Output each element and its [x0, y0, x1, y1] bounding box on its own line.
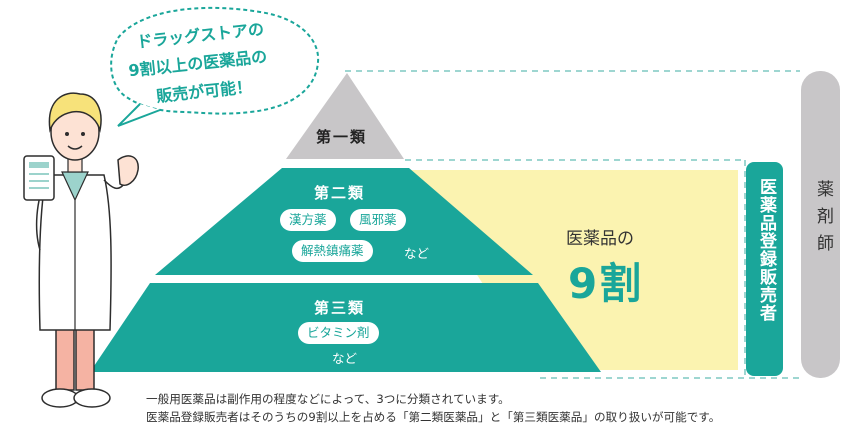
registered-seller-bar	[746, 162, 783, 376]
tier2-pill-antipyretic: 解熱鎮痛薬	[292, 240, 373, 262]
speech-tail	[117, 103, 161, 127]
highlight-label: 医薬品の	[566, 229, 634, 249]
pharmacist-label: 薬剤師	[813, 180, 833, 261]
tier2-pill-cold-medicine: 風邪薬	[350, 209, 406, 231]
tier2-pill-kampo: 漢方薬	[280, 209, 336, 231]
tier3-title: 第三類	[314, 299, 366, 317]
tier1-title: 第一類	[316, 128, 368, 146]
highlight-value: 9割	[568, 259, 644, 308]
highlight-area	[410, 170, 738, 370]
note-line-1: 一般用医薬品は副作用の程度などによって、3つに分類されています。	[146, 392, 510, 406]
tier2-shape	[155, 168, 533, 275]
tier1-shape	[286, 73, 404, 159]
speech-bubble	[110, 6, 320, 115]
guide-lines	[345, 70, 800, 379]
registered-seller-label: 医薬品登録販売者	[756, 178, 776, 322]
pharmacist-character	[23, 92, 139, 408]
pharmacist-bar	[801, 71, 840, 378]
tier3-suffix: など	[332, 351, 358, 366]
tier3-pill-vitamin: ビタミン剤	[298, 322, 379, 344]
tier2-suffix: など	[404, 246, 430, 261]
note-line-2: 医薬品登録販売者はそのうちの9割以上を占める「第二類医薬品」と「第三類医薬品」の…	[146, 410, 721, 424]
tier2-title: 第二類	[314, 184, 366, 202]
